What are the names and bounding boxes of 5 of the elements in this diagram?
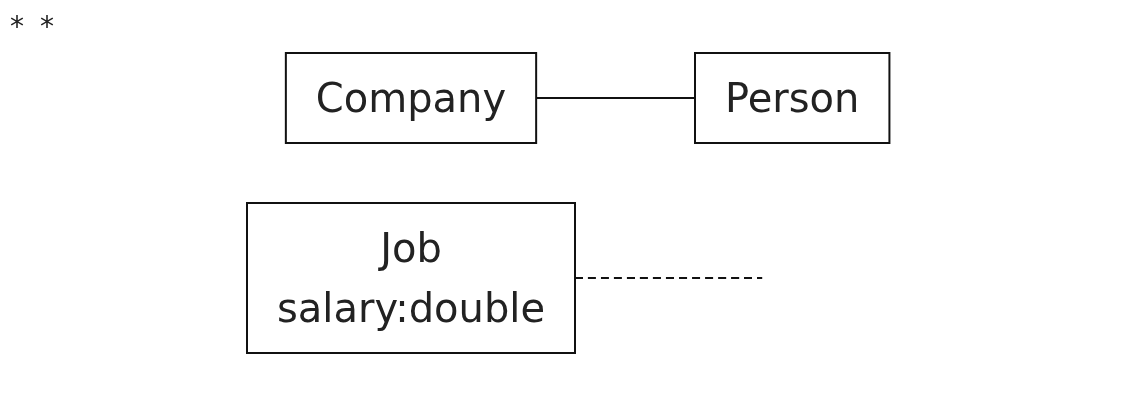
node-box: Person (693, 51, 891, 144)
node-box: Job salary:double (245, 201, 576, 354)
multiplicity-label: * (10, 10, 24, 43)
multiplicity-label: * (40, 10, 54, 43)
node-box: Company (284, 51, 537, 144)
